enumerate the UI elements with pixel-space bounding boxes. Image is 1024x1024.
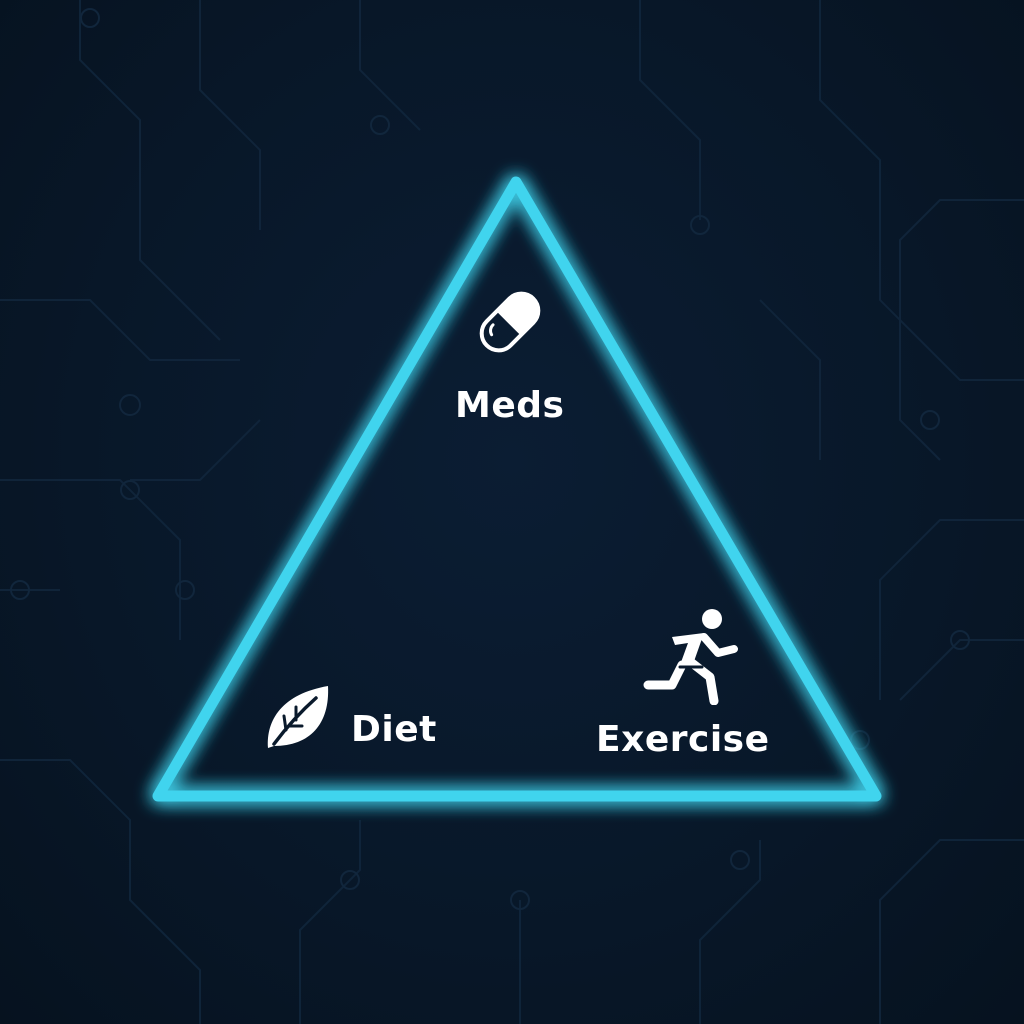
- vertex-label-meds: Meds: [455, 385, 565, 426]
- leaf-icon: [267, 686, 329, 748]
- pill-icon: [479, 291, 541, 353]
- vertex-label-exercise: Exercise: [596, 719, 770, 760]
- running-person-icon: [643, 609, 738, 705]
- vertex-label-diet: Diet: [351, 709, 437, 750]
